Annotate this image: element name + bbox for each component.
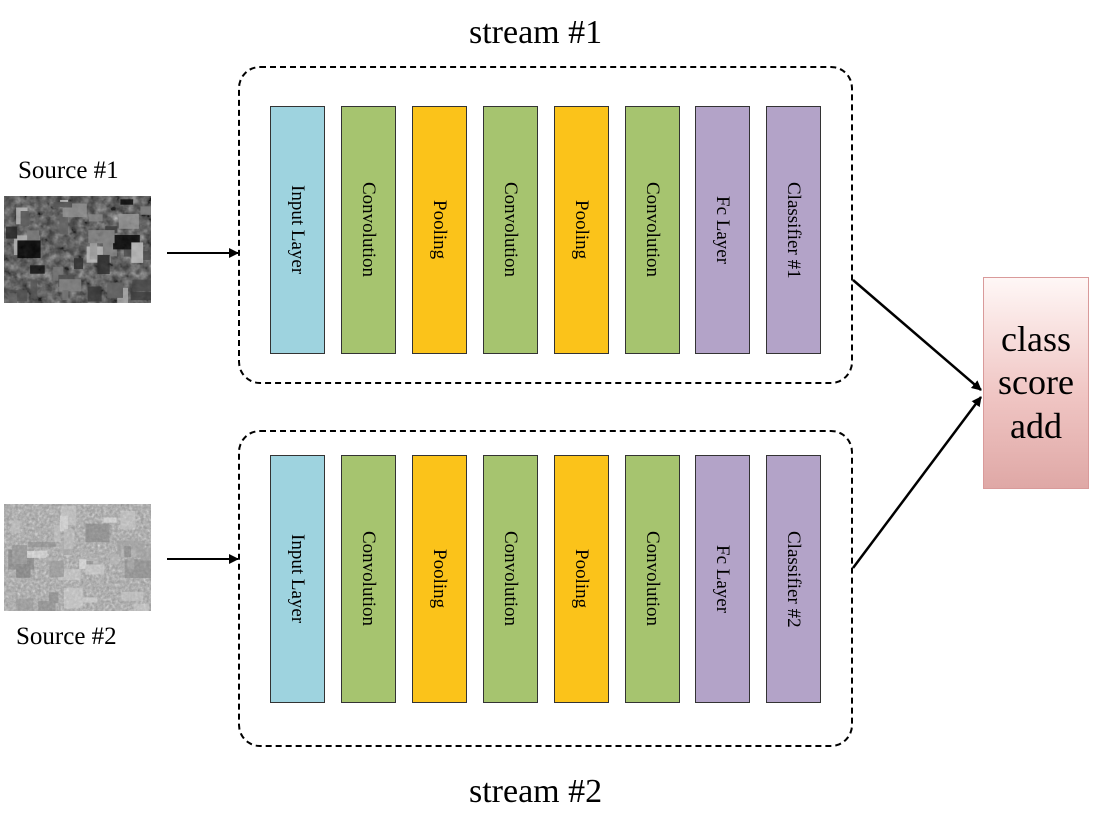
class-score-add-box: class score add — [983, 277, 1089, 489]
stream-1-layer-2: Convolution — [341, 106, 396, 354]
stream-2-layer-2: Convolution — [341, 455, 396, 703]
layer-label: Classifier #1 — [783, 181, 804, 279]
fusion-line-1: class — [1001, 319, 1071, 360]
stream-2-layer-4: Convolution — [483, 455, 538, 703]
source-2-label: Source #2 — [16, 623, 117, 650]
layer-label: Convolution — [358, 182, 379, 278]
stream-2-layer-6: Convolution — [625, 455, 680, 703]
stream-1-box — [238, 66, 853, 384]
source-2-image — [4, 504, 151, 611]
fusion-line-2: score — [998, 362, 1074, 403]
stream-1-layer-8: Classifier #1 — [766, 106, 821, 354]
stream-2-layer-5: Pooling — [554, 455, 609, 703]
stream-1-layer-7: Fc Layer — [695, 106, 750, 354]
layer-label: Pooling — [571, 549, 592, 609]
arrow-stream-2-to-fusion — [851, 396, 983, 569]
stream-1-layer-4: Convolution — [483, 106, 538, 354]
layer-label: Pooling — [571, 200, 592, 260]
layer-label: Convolution — [642, 531, 663, 627]
stream-2-box — [238, 430, 853, 747]
stream-2-layer-3: Pooling — [412, 455, 467, 703]
stream-1-layer-1: Input Layer — [270, 106, 325, 354]
layer-label: Input Layer — [287, 185, 308, 275]
stream-1-layer-5: Pooling — [554, 106, 609, 354]
stream-1-layer-6: Convolution — [625, 106, 680, 354]
arrow-stream-1-to-fusion — [852, 279, 982, 391]
stream-2-layer-7: Fc Layer — [695, 455, 750, 703]
layer-label: Pooling — [429, 200, 450, 260]
stream-2-layer-8: Classifier #2 — [766, 455, 821, 703]
stream-2-title: stream #2 — [469, 773, 603, 810]
layer-label: Classifier #2 — [783, 530, 804, 628]
stream-1-layer-3: Pooling — [412, 106, 467, 354]
fusion-line-3: add — [1010, 405, 1062, 446]
layer-label: Convolution — [358, 531, 379, 627]
layer-label: Fc Layer — [712, 195, 733, 265]
source-1-image — [4, 196, 151, 303]
source-1-label: Source #1 — [18, 157, 119, 184]
layer-label: Pooling — [429, 549, 450, 609]
stream-2-layer-1: Input Layer — [270, 455, 325, 703]
stream-1-title: stream #1 — [469, 14, 603, 51]
layer-label: Fc Layer — [712, 544, 733, 614]
layer-label: Convolution — [500, 182, 521, 278]
layer-label: Convolution — [500, 531, 521, 627]
layer-label: Input Layer — [287, 534, 308, 624]
layer-label: Convolution — [642, 182, 663, 278]
